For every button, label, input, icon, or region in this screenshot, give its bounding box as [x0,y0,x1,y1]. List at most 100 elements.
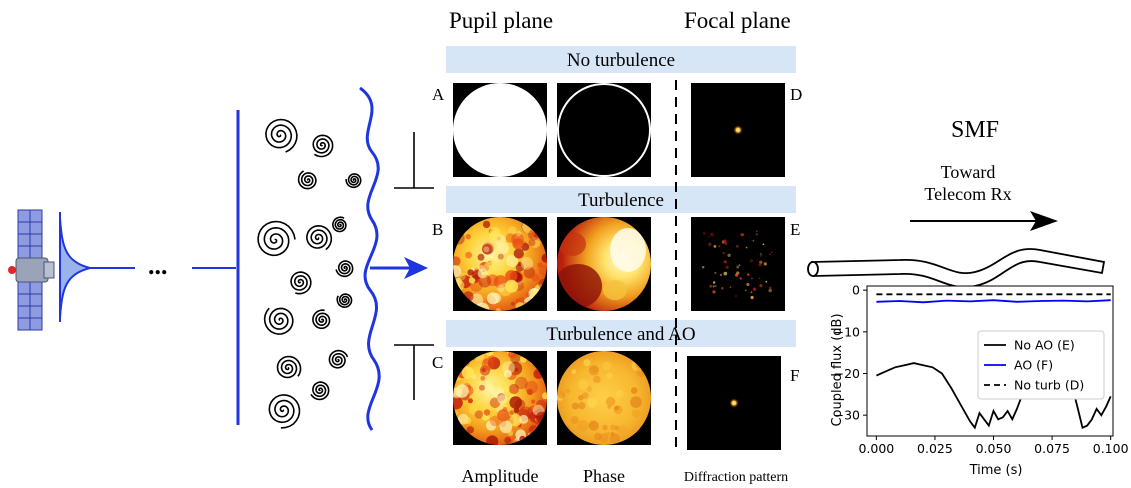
speckle-blob [729,286,732,289]
speckle-blob [614,405,619,411]
speckle-blob [631,409,641,418]
eddy-spiral [345,173,362,189]
speckle-blob [708,242,712,246]
pupil-phase-a [557,83,651,177]
focal-plane-header: Focal plane [684,8,791,33]
speckle-blob [557,387,566,396]
speckle-blob [763,262,767,266]
speckle-blob [505,270,518,283]
speckle-blob [485,420,497,431]
ao-mirror-icon [394,344,434,400]
speckle-blob [712,285,715,288]
speckle-blob [477,253,485,261]
legend-label: AO (F) [1014,358,1053,373]
speckle-blob [482,220,491,229]
focal-pattern-e [691,217,785,311]
speckle-blob [495,308,501,311]
speckle-blob [719,273,723,277]
speckle-blob [738,264,741,267]
speckle-blob [492,378,504,390]
speckle-blob [712,290,716,294]
speckle-blob [599,433,609,443]
speckle-blob [497,409,510,422]
speckle-blob [587,397,598,408]
speckle-blob [571,402,579,410]
legend-box [977,330,1105,400]
speckle-blob [759,260,763,264]
speckle-blob [758,263,762,267]
focal-pattern-f [687,356,781,450]
eddy-spiral [263,307,294,335]
speckle-blob [513,248,524,259]
speckle-blob [583,359,591,367]
label-diffraction: Diffraction pattern [684,470,788,485]
speckle-blob [582,392,589,399]
telecom-rx-text: Telecom Rx [924,184,1011,204]
eddy-spiral [276,355,302,379]
legend-label: No AO (E) [1014,338,1075,353]
speckle-blob [593,375,601,384]
speckle-blob [739,277,742,280]
speckle-blob [630,387,638,394]
speckle-blob [712,281,716,284]
speckle-blob [752,239,755,242]
speckle-blob [464,416,472,425]
speckle-blob [512,238,524,250]
distorted-wavefront [359,86,381,431]
speckle-blob [588,420,599,431]
arrow-to-pupil-icon [370,257,428,279]
x-tick-label: 0.050 [976,441,1012,456]
speckle-blob [735,295,737,297]
eddy-spiral [257,220,296,257]
speckle-blob [718,245,721,248]
speckle-blob [541,253,547,263]
speckle-blob [752,287,757,291]
speckle-blob [721,286,724,290]
label-amplitude: Amplitude [462,466,539,486]
speckle-blob [769,253,771,256]
title-no-turbulence: No turbulence [567,50,675,71]
speckle-blob [525,292,530,298]
speckle-blob [468,405,479,416]
title-turbulence-ao: Turbulence and AO [546,324,695,345]
speckle-blob [714,285,717,288]
label-b: B [432,220,443,239]
speckle-blob [499,420,513,434]
speckle-blob [610,424,616,431]
speckle-blob [485,351,494,357]
speckle-blob [528,239,536,247]
speckle-blob [465,251,472,259]
speckle-blob [758,277,761,280]
eddy-spiral [310,381,330,401]
speckle-blob [760,253,762,255]
speckle-blob [756,230,758,232]
speckle-blob [509,414,522,427]
chart-ylabel: Coupled flux (dB) [830,313,845,426]
speckle-blob [483,246,490,253]
speckle-blob [594,432,602,441]
pupil-amplitude-b [453,217,547,311]
gaussian-beam-profile [59,212,135,322]
speckle-blob [465,234,471,240]
speckle-blob [467,398,473,404]
speckle-blob [610,431,615,437]
speckle-blob [505,279,519,293]
speckle-blob [466,426,474,434]
speckle-blob [722,251,725,255]
speckle-blob [507,430,514,436]
eddy-spiral [335,260,354,278]
speckle-blob [742,233,744,236]
title-turbulence: Turbulence [578,190,664,211]
propagation-ellipsis: ... [148,251,168,280]
speckle-blob [745,246,748,249]
speckle-blob [578,402,586,410]
speckle-blob [529,237,541,248]
legend-label: No turb (D) [1014,378,1084,393]
x-tick-label: 0.000 [858,441,894,456]
eddy-spiral [312,309,331,330]
eddy-spiral [336,293,353,309]
speckle-blob [586,386,593,392]
speckle-blob [747,273,750,276]
eddy-spiral [305,224,333,251]
right-arrow-icon [910,211,1058,231]
